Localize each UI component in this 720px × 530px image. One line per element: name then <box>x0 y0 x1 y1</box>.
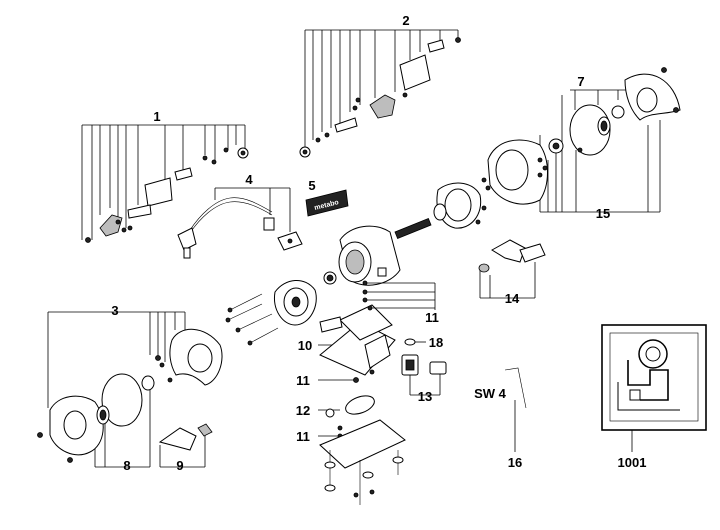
callout-11-lower: 11 <box>296 429 310 444</box>
part-group-3: 3 <box>47 303 223 408</box>
callout-13: 13 <box>418 389 432 404</box>
callout-8: 8 <box>123 458 130 473</box>
callout-16: 16 <box>508 455 522 470</box>
callout-4: 4 <box>245 172 253 187</box>
callout-11-middle: 11 <box>296 373 310 388</box>
callout-3: 3 <box>111 303 118 318</box>
left-end-shield <box>225 280 317 346</box>
callout-12: 12 <box>296 403 310 418</box>
part-group-5-logo: 5 metabo <box>305 178 349 217</box>
part-group-9: 9 <box>158 423 213 473</box>
part-group-13-switch: 13 <box>401 354 447 404</box>
right-end-shield <box>433 177 491 229</box>
part-group-2: 2 <box>299 13 461 158</box>
callout-11-upper: 11 <box>425 310 439 325</box>
part-group-15: 15 <box>487 95 661 221</box>
callout-sw4: SW 4 <box>474 386 507 401</box>
callout-2: 2 <box>402 13 409 28</box>
callout-10: 10 <box>298 338 312 353</box>
part-group-14: 14 <box>478 239 546 306</box>
part-group-10-base: 10 <box>298 304 396 376</box>
callout-5: 5 <box>308 178 315 193</box>
bottom-plate <box>319 419 406 505</box>
part-group-11-12: 11 12 11 <box>296 369 375 444</box>
part-group-1001-wiring: 1001 <box>601 324 707 470</box>
callout-14: 14 <box>505 291 520 306</box>
part-group-16-hex-key: SW 4 16 <box>474 367 527 470</box>
callout-18: 18 <box>429 335 443 350</box>
part-group-7: 7 <box>569 67 681 156</box>
motor <box>323 217 432 286</box>
callout-15: 15 <box>596 206 610 221</box>
part-group-4-power-cord: 4 <box>177 172 303 259</box>
part-group-8: 8 <box>37 373 155 473</box>
callout-1: 1 <box>153 109 160 124</box>
callout-1001: 1001 <box>618 455 647 470</box>
part-group-11-upper: 11 <box>362 280 439 325</box>
part-group-18: 18 <box>404 335 443 350</box>
callout-7: 7 <box>577 74 584 89</box>
callout-9: 9 <box>176 458 183 473</box>
part-group-1: 1 <box>81 109 249 243</box>
